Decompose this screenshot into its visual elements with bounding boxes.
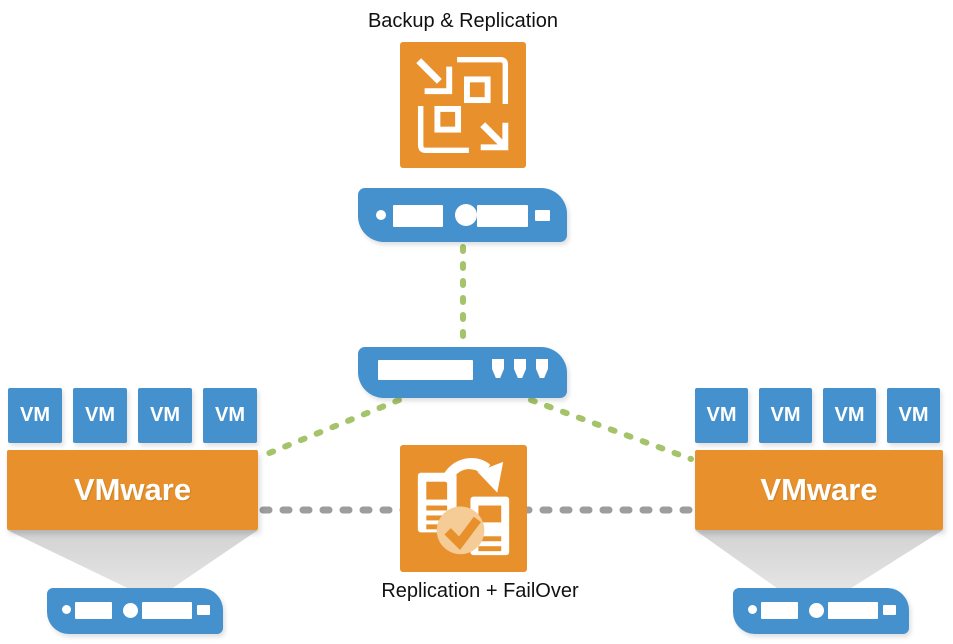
- backup-replication-title: Backup & Replication: [367, 10, 559, 32]
- vent-icon: [883, 605, 896, 615]
- repository-server-left: [47, 588, 223, 634]
- document-line: [426, 524, 448, 530]
- proxy-server-appliance: [358, 188, 567, 242]
- vm-label: VM: [898, 404, 929, 426]
- led-dot-icon: [376, 210, 386, 220]
- failover-arrow-icon: [441, 458, 491, 485]
- drive-slot-icon: [142, 602, 192, 619]
- vm-box: VM: [695, 388, 748, 443]
- arrow-out-head: [480, 122, 509, 151]
- arrow-in-shaft: [416, 58, 442, 84]
- arrow-in-head: [424, 66, 453, 95]
- vent-icon: [535, 210, 550, 221]
- vm-label: VM: [215, 404, 245, 426]
- vm-label: VM: [85, 404, 115, 426]
- bracket-bottom-left: [417, 105, 469, 153]
- document-line: [478, 546, 502, 552]
- led-dot-icon: [748, 605, 757, 614]
- ethernet-port-icon: [492, 359, 504, 378]
- replication-failover-label: Replication + FailOver: [381, 580, 579, 602]
- drive-slot-icon: [75, 602, 112, 619]
- drive-slot-icon: [393, 205, 443, 227]
- switch-slot-icon: [378, 360, 473, 380]
- power-button-icon: [809, 603, 824, 618]
- square-glyph-upper: [463, 76, 491, 104]
- vm-label: VM: [706, 404, 737, 426]
- vm-box: VM: [8, 388, 62, 443]
- arrow-out-shaft: [480, 122, 505, 147]
- square-glyph-lower: [434, 105, 462, 133]
- ethernet-port-icon: [514, 359, 526, 378]
- vm-box: VM: [823, 388, 876, 443]
- vmware-host-bar-right: VMware: [695, 450, 943, 530]
- vm-label: VM: [150, 404, 180, 426]
- vmware-label: VMware: [760, 472, 878, 507]
- vmware-label: VMware: [73, 472, 192, 507]
- bracket-top-right: [457, 57, 509, 105]
- drive-slot-icon: [761, 602, 798, 619]
- document-line: [426, 505, 448, 511]
- check-mark-icon: [444, 516, 481, 551]
- power-button-icon: [123, 603, 138, 618]
- drive-slot-icon: [477, 205, 528, 227]
- check-badge-circle: [436, 506, 485, 555]
- power-button-icon: [455, 204, 477, 226]
- vm-label: VM: [20, 404, 50, 426]
- replication-failover-icon: [400, 445, 527, 572]
- network-switch: [358, 347, 567, 398]
- vm-box: VM: [73, 388, 127, 443]
- vm-box: VM: [887, 388, 940, 443]
- backup-replication-icon: [400, 42, 526, 168]
- ethernet-port-icon: [536, 359, 548, 378]
- failover-arrow-head: [477, 461, 504, 493]
- drive-slot-icon: [828, 602, 878, 619]
- connector-switch-right-host: [528, 397, 694, 462]
- vm-box: VM: [138, 388, 192, 443]
- vm-box: VM: [203, 388, 257, 443]
- document-line: [478, 536, 502, 542]
- connector-switch-left-host: [259, 397, 402, 459]
- vm-label: VM: [834, 404, 865, 426]
- vm-label: VM: [770, 404, 801, 426]
- document-line: [426, 515, 448, 521]
- led-dot-icon: [62, 605, 71, 614]
- vent-icon: [197, 605, 210, 615]
- document-screen: [426, 481, 448, 500]
- document-screen: [478, 505, 502, 523]
- vmware-host-bar-left: VMware: [7, 450, 258, 530]
- repository-server-right: [733, 588, 909, 634]
- vm-box: VM: [759, 388, 812, 443]
